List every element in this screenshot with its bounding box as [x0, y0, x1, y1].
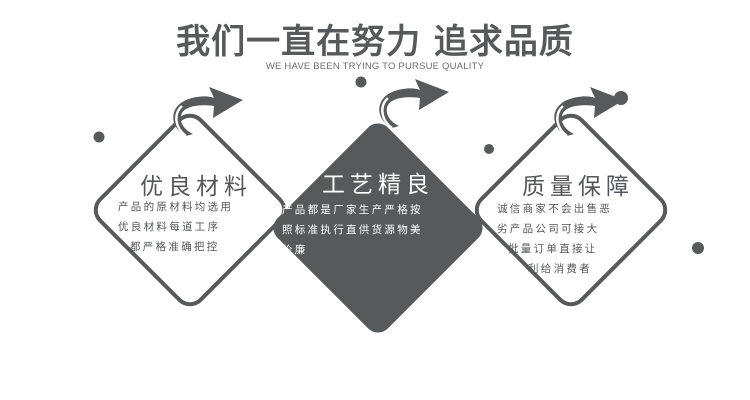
card-title-craftsmanship: 工艺精良 — [322, 172, 434, 198]
arrow-center-icon — [379, 79, 449, 130]
page-title: 我们一直在努力 追求品质 — [176, 22, 574, 62]
card-line: 照标准执行直供货源物美 — [282, 224, 423, 236]
card-line: 都严格准确把控 — [130, 241, 220, 253]
card-line: 价廉 — [282, 244, 308, 256]
decor-dot-left — [93, 131, 105, 143]
card-line: 批量订单直接让 — [508, 243, 598, 255]
diamond-filled-center — [273, 123, 483, 333]
card-line: 优良材料每道工序 — [118, 221, 221, 233]
decor-dot-mid — [484, 144, 494, 154]
decor-dot-right — [692, 242, 704, 254]
page-subtitle: WE HAVE BEEN TRYING TO PURSUE QUALITY — [265, 61, 485, 72]
card-line: 利给消费者 — [528, 263, 592, 275]
card-title-guarantee: 质量保障 — [522, 174, 634, 200]
card-line: 产品的原材料均选用 — [118, 201, 234, 213]
card-text-guarantee: 诚信商家不会出售恶 劣产品公司可接大 批量订单直接让 利给消费者 — [497, 199, 612, 279]
card-line: 产品都是厂家生产严格按 — [282, 204, 423, 216]
card-line: 劣产品公司可接大 — [497, 223, 600, 235]
card-line: 诚信商家不会出售恶 — [497, 203, 613, 215]
diamond-outline-left — [93, 113, 287, 307]
diamond-outline-right — [474, 113, 668, 307]
decor-dot-top-center — [355, 76, 367, 88]
card-title-materials: 优良材料 — [140, 174, 252, 200]
card-text-materials: 产品的原材料均选用 优良材料每道工序 都严格准确把控 — [118, 197, 233, 257]
arrow-right-icon — [554, 87, 624, 138]
arrow-left-icon — [173, 87, 243, 138]
card-text-craftsmanship: 产品都是厂家生产严格按 照标准执行直供货源物美 价廉 — [282, 200, 423, 260]
